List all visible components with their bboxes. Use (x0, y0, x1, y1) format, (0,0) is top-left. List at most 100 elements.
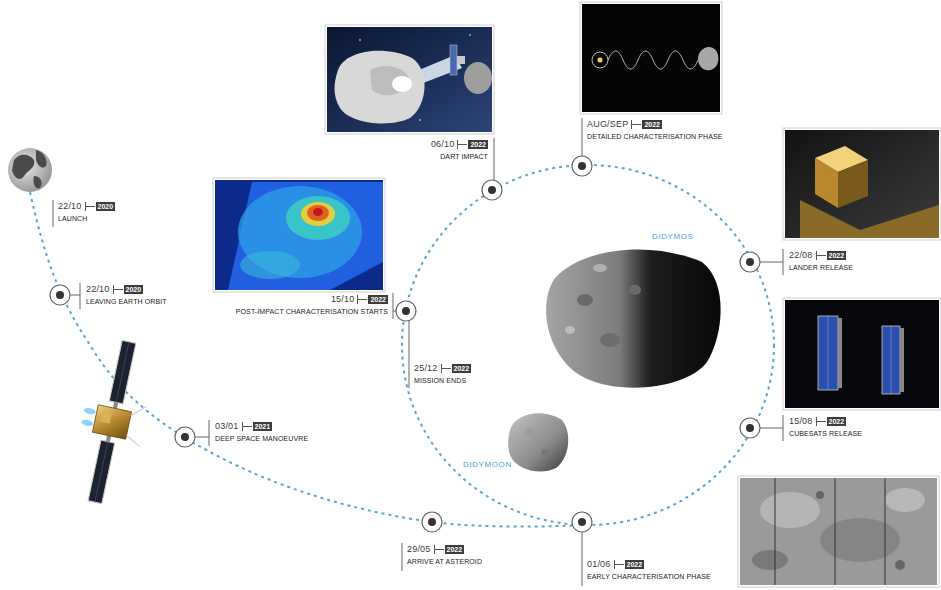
dart-impact-picture (450, 45, 457, 75)
event-name: DEEP SPACE MANOEUVRE (215, 435, 308, 442)
milestone-marker (402, 307, 410, 315)
date-tick (631, 120, 641, 129)
milestone-marker (740, 252, 760, 272)
lander-picture (785, 130, 939, 238)
milestone-callout: 15/082022CUBESATS RELEASE (789, 417, 862, 437)
year-badge: 2022 (827, 417, 847, 426)
earth-globe (8, 148, 52, 192)
cubesats-picture (783, 298, 941, 410)
event-name: LAUNCH (58, 215, 115, 222)
milestone-marker (396, 301, 416, 321)
date-row: 01/062022 (587, 560, 711, 569)
year-badge: 2021 (253, 422, 273, 431)
milestone-marker (740, 418, 760, 438)
cubesats-picture (783, 298, 941, 410)
milestone-marker (482, 180, 502, 200)
didymos-asteroid (600, 333, 620, 347)
thermal-picture (240, 251, 300, 279)
surface-picture (738, 476, 939, 587)
thermal-picture (301, 202, 335, 226)
didymos-asteroid (629, 285, 641, 295)
didymoon-asteroid (508, 413, 568, 471)
surface-picture (895, 560, 905, 570)
milestone-marker (572, 156, 592, 176)
surface-picture (740, 478, 937, 585)
dart-impact-picture (457, 56, 465, 64)
event-name: DART IMPACT (431, 153, 488, 160)
leader-line (582, 118, 583, 156)
leader-line (209, 420, 210, 446)
dart-impact-picture (359, 39, 361, 41)
dart-impact-picture (392, 76, 412, 92)
radar-picture (582, 4, 720, 112)
dart-impact-picture (327, 27, 492, 132)
year-badge: 2022 (642, 120, 662, 129)
milestone-marker (175, 427, 195, 447)
date-text: 06/10 (431, 140, 455, 149)
earth-globe (33, 176, 41, 188)
milestone-marker (422, 512, 442, 532)
milestone-marker (181, 433, 189, 441)
date-row: 25/122022 (414, 364, 471, 373)
thermal-picture (286, 196, 350, 240)
didymos-asteroid (593, 264, 607, 272)
thermal-picture (215, 180, 383, 290)
earth-globe (12, 155, 34, 179)
year-badge: 2022 (468, 140, 488, 149)
radar-picture (592, 52, 608, 68)
leader-line (402, 543, 403, 571)
date-row: 22/102020 (86, 285, 167, 294)
leader-line (53, 200, 54, 227)
dart-impact-picture (327, 27, 492, 132)
date-text: 25/12 (414, 364, 438, 373)
hera-spacecraft (125, 435, 141, 446)
milestone-marker (50, 285, 70, 305)
cubesats-picture (891, 326, 892, 394)
didymos-asteroid (577, 294, 593, 306)
thermal-picture (213, 178, 385, 292)
radar-picture (580, 2, 722, 114)
leader-line (760, 428, 783, 429)
radar-picture (698, 47, 718, 70)
lander-picture (783, 128, 941, 240)
asteroid-name: DIDYMOS (652, 232, 694, 241)
leader-line (783, 415, 784, 441)
event-name: LEAVING EARTH ORBIT (86, 298, 167, 305)
date-row: 22/102020 (58, 202, 115, 211)
radar-picture (608, 51, 698, 69)
didymos-asteroid (546, 249, 721, 387)
date-row: 15/082022 (789, 417, 862, 426)
milestone-marker (740, 252, 760, 272)
milestone-callout: 06/10 2022DART IMPACT (431, 140, 488, 160)
year-badge: 2022 (368, 295, 388, 304)
hera-spacecraft (109, 340, 136, 404)
event-name: POST-IMPACT CHARACTERISATION STARTS (236, 308, 388, 315)
surface-picture (835, 478, 836, 585)
date-tick (357, 295, 367, 304)
thermal-picture (238, 186, 362, 278)
leader-line (70, 295, 80, 296)
didymos-asteroid (565, 326, 575, 334)
event-name: DETAILED CHARACTERISATION PHASE (587, 133, 722, 140)
date-tick (816, 251, 826, 260)
date-text: 22/08 (789, 251, 813, 260)
hera-spacecraft (100, 412, 112, 424)
hera-spacecraft (92, 405, 131, 439)
milestone-callout: 15/102022POST-IMPACT CHARACTERISATION ST… (236, 295, 388, 315)
surface-picture (740, 478, 937, 585)
leader-line (760, 262, 783, 263)
cubesats-picture (838, 318, 842, 388)
cubesats-picture (785, 300, 939, 408)
event-name: MISSION ENDS (414, 377, 471, 384)
milestone-marker (50, 156, 760, 532)
milestone-marker (740, 418, 760, 438)
hera-spacecraft (116, 342, 129, 403)
milestone-marker (746, 424, 754, 432)
date-tick (441, 364, 451, 373)
dart-impact-picture (464, 62, 492, 94)
milestone-marker (488, 186, 496, 194)
dart-impact-picture (335, 51, 425, 124)
cubesats-picture (900, 328, 904, 392)
milestone-callout: 25/122022MISSION ENDS (414, 364, 471, 384)
dart-impact-picture (419, 119, 421, 121)
